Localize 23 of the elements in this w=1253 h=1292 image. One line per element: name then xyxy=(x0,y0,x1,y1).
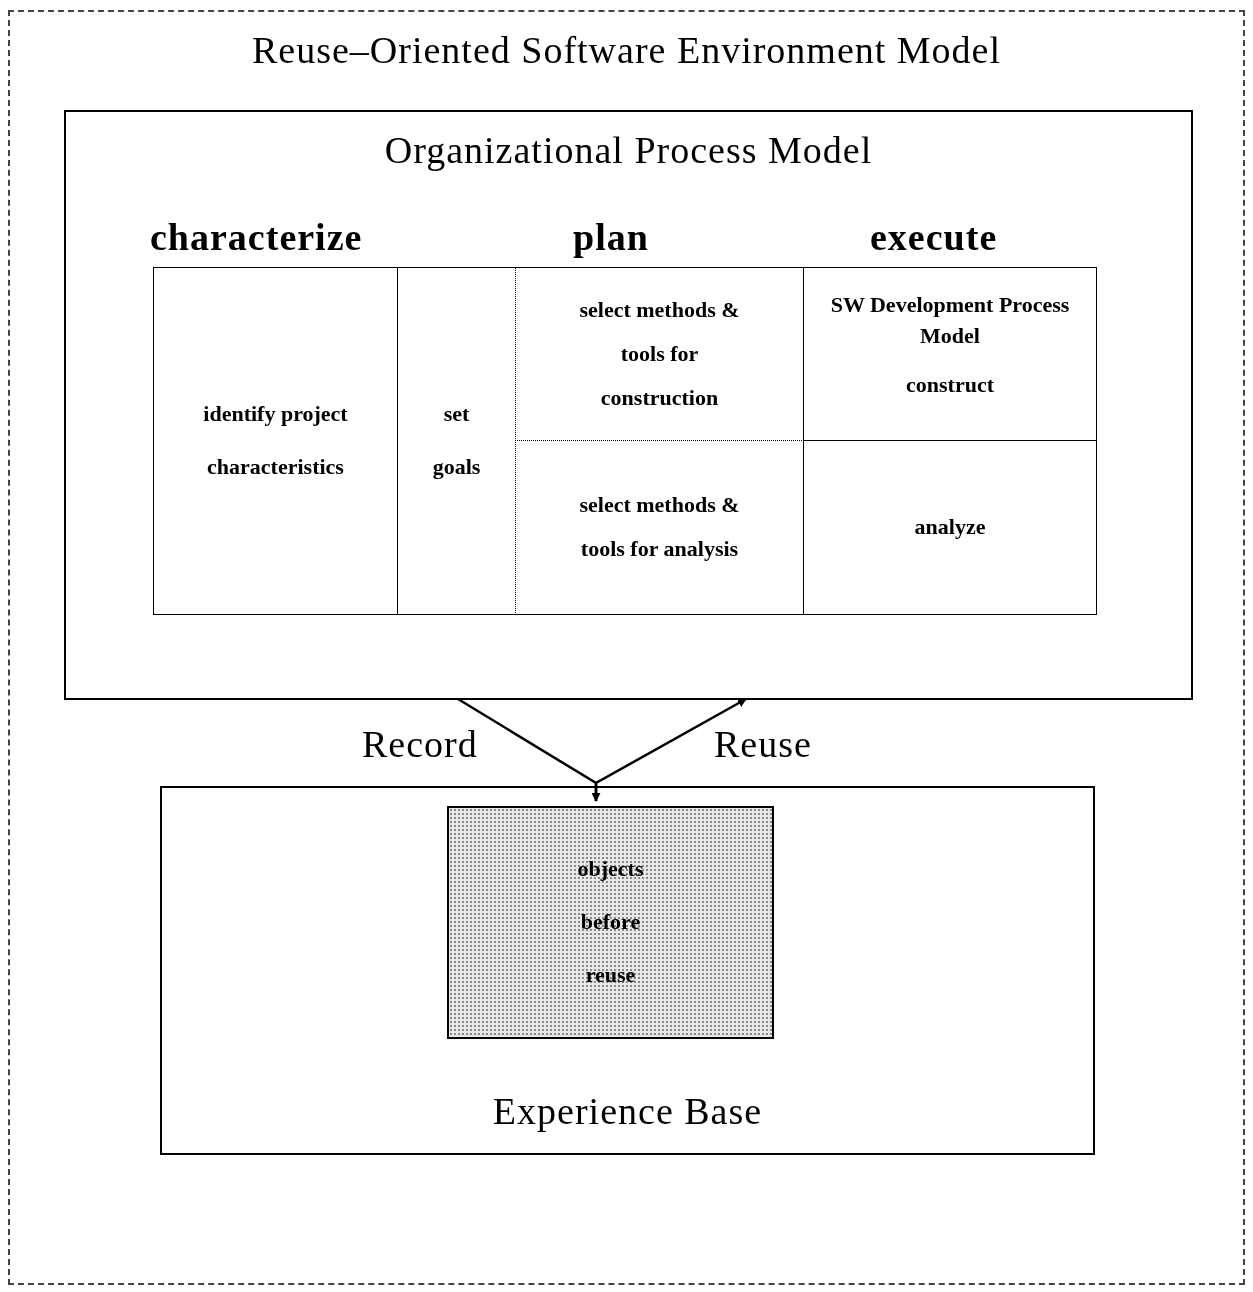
box-text: objects before reuse xyxy=(576,855,645,989)
cell-text: set goals xyxy=(431,400,482,481)
table-cell xyxy=(515,267,804,441)
cell-text: SW Development Process Model xyxy=(829,291,1071,350)
table-cell xyxy=(803,440,1097,615)
cell-text: analyze xyxy=(913,513,987,542)
cell-text: select methods & tools for construction xyxy=(578,296,741,412)
panel-title: Experience Base xyxy=(491,1089,764,1133)
column-heading: plan xyxy=(573,215,649,259)
shaded-box xyxy=(447,806,774,1039)
panel-box xyxy=(64,110,1193,700)
dashed-frame xyxy=(8,10,1245,1285)
column-heading: execute xyxy=(870,215,998,259)
table-cell xyxy=(397,267,516,615)
cell-text: identify project characteristics xyxy=(202,400,349,481)
frame-title: Reuse–Oriented Software Environment Model xyxy=(250,28,1003,72)
panel-box xyxy=(160,786,1095,1155)
cell-text: select methods & tools for analysis xyxy=(578,491,741,563)
cell-text: construct xyxy=(905,370,995,399)
column-heading: characterize xyxy=(150,215,363,259)
panel-title: Organizational Process Model xyxy=(383,128,874,172)
table-cell xyxy=(803,267,1097,441)
table-cell xyxy=(153,267,398,615)
